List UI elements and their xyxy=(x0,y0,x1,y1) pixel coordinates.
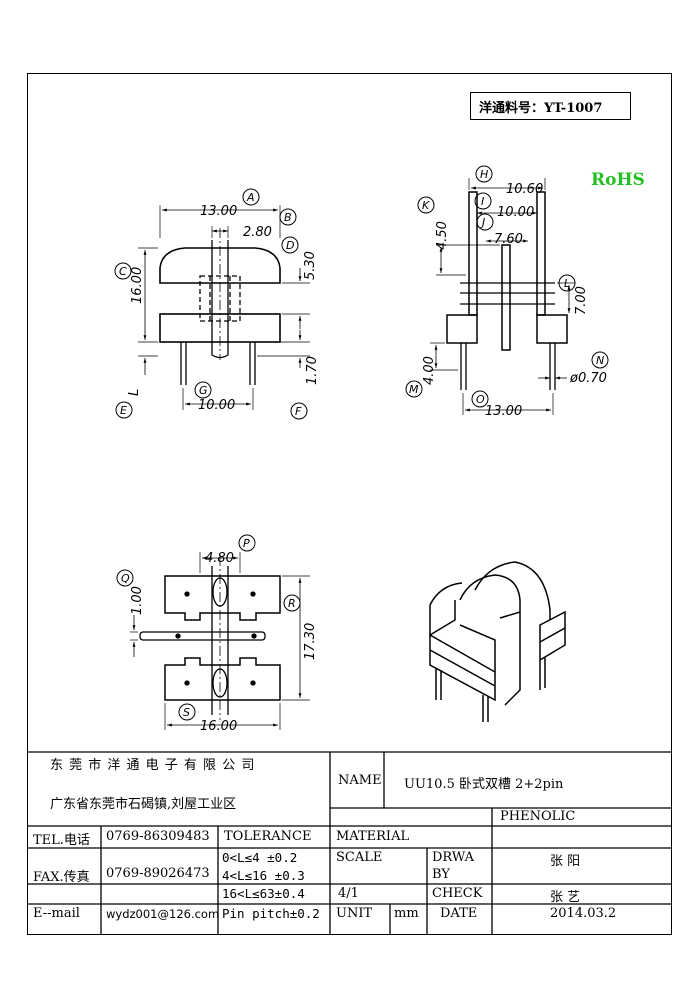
dim-g: 10.00 xyxy=(198,398,235,413)
tolerance-label: TOLERANCE xyxy=(224,829,312,844)
material-value: PHENOLIC xyxy=(500,809,576,824)
tolerance-row-2: 4<L≤16 ±0.3 xyxy=(222,868,305,883)
callout-j: J xyxy=(480,216,485,229)
drawn-label-2: BY xyxy=(432,867,450,882)
dim-a: 13.00 xyxy=(200,204,237,219)
callout-p: P xyxy=(243,537,250,550)
callout-g: G xyxy=(199,384,208,397)
name-value: UU10.5 卧式双槽 2+2pin xyxy=(404,777,564,792)
rohs-mark: RoHS xyxy=(591,170,645,190)
callout-q: Q xyxy=(121,572,130,585)
dim-o: 13.00 xyxy=(485,404,522,419)
check-value: 张 艺 xyxy=(550,890,581,905)
scale-value: 4/1 xyxy=(338,886,359,901)
callout-b: B xyxy=(284,211,292,224)
callout-k: K xyxy=(422,199,430,212)
company-name: 东 莞 市 洋 通 电 子 有 限 公 司 xyxy=(50,758,256,773)
unit-value: mm xyxy=(394,906,419,921)
callout-r: R xyxy=(288,597,296,610)
dim-q: 1.00 xyxy=(130,586,145,615)
tolerance-row-1: 0<L≤4 ±0.2 xyxy=(222,850,298,865)
date-label: DATE xyxy=(440,906,478,921)
dim-h: 10.60 xyxy=(506,182,543,197)
fax-label: FAX.传真 xyxy=(33,870,90,885)
callout-e: E xyxy=(120,404,127,417)
callout-m: M xyxy=(409,383,419,396)
isometric-view xyxy=(429,561,566,722)
email-label: E--mail xyxy=(33,906,80,921)
dim-k: 4.50 xyxy=(435,221,450,250)
callout-d: D xyxy=(286,239,294,252)
dim-s: 16.00 xyxy=(200,719,237,734)
name-label: NAME xyxy=(338,773,382,788)
company-address: 广东省东莞市石碣镇,刘屋工业区 xyxy=(50,797,237,812)
callout-c: C xyxy=(119,265,127,278)
side-view xyxy=(430,178,575,415)
callout-n: N xyxy=(596,354,604,367)
dim-i: 10.00 xyxy=(497,205,534,220)
scale-label: SCALE xyxy=(336,850,383,865)
dim-p: 4.80 xyxy=(205,551,234,566)
callout-s: S xyxy=(183,706,190,719)
dim-n: ø0.70 xyxy=(569,371,607,386)
part-number-box: 洋通料号：YT-1007 xyxy=(470,92,631,120)
callout-i: I xyxy=(481,195,484,208)
drawn-value: 张 阳 xyxy=(550,854,581,869)
fax-value: 0769-89026473 xyxy=(106,866,210,881)
callout-l: L xyxy=(564,277,570,290)
callout-f: F xyxy=(295,405,302,418)
callout-o: O xyxy=(476,393,485,406)
dim-b: 2.80 xyxy=(243,225,272,240)
dim-j: 7.60 xyxy=(494,232,523,247)
title-block-grid xyxy=(27,751,672,935)
unit-label: UNIT xyxy=(336,906,373,921)
callout-h: H xyxy=(480,168,488,181)
tel-value: 0769-86309483 xyxy=(106,829,210,844)
check-label: CHECK xyxy=(432,886,483,901)
drawn-label-1: DRWA xyxy=(432,850,475,865)
dim-r: 17.30 xyxy=(303,623,318,660)
material-label: MATERIAL xyxy=(336,829,410,844)
dim-f: 1.70 xyxy=(305,356,320,385)
callout-a: A xyxy=(246,191,255,204)
dim-d: 5.30 xyxy=(303,251,318,280)
dim-m: 4.00 xyxy=(422,356,437,385)
dim-e-label: L xyxy=(127,389,142,396)
part-number: 洋通料号：YT-1007 xyxy=(479,100,603,116)
drawing-frame xyxy=(27,73,672,935)
front-view xyxy=(138,205,310,410)
dim-c: 16.00 xyxy=(130,267,145,304)
bottom-view xyxy=(130,552,310,730)
email-value: wydz001@126.com xyxy=(106,907,220,921)
dim-l: 7.00 xyxy=(574,286,589,315)
tel-label: TEL.电话 xyxy=(33,833,90,848)
date-value: 2014.03.2 xyxy=(550,906,617,921)
tolerance-row-4: Pin pitch±0.2 xyxy=(222,906,320,921)
tolerance-row-3: 16<L≤63±0.4 xyxy=(222,886,305,901)
